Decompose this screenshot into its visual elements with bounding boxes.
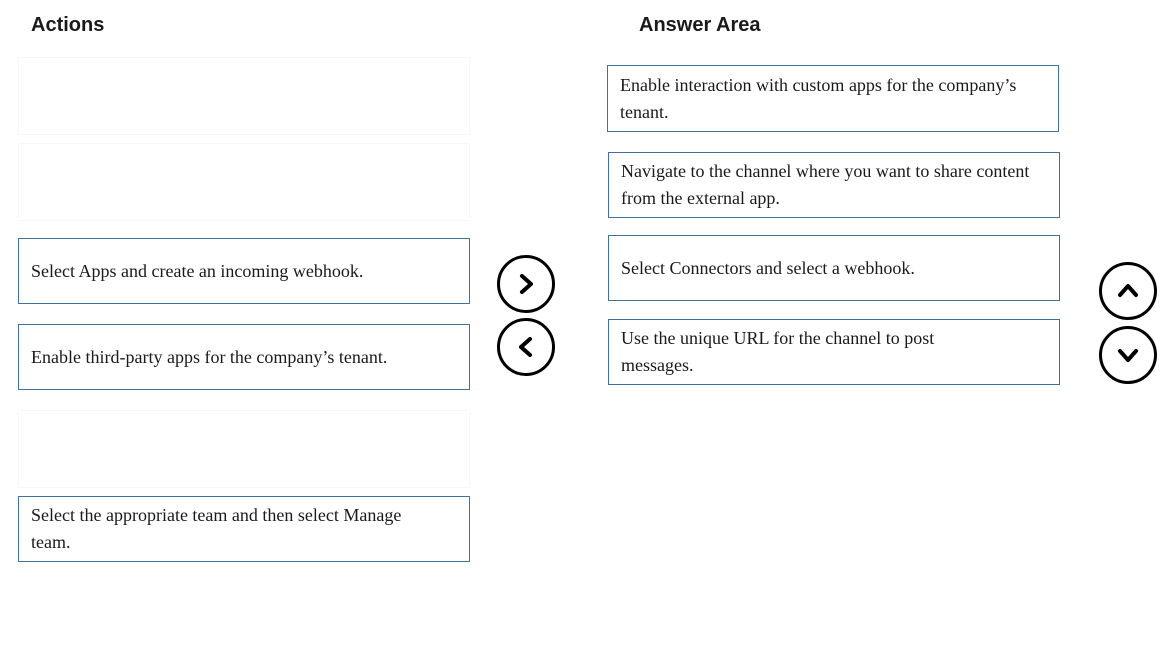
move-to-answer-button[interactable] (497, 255, 555, 313)
answer-item-label: Navigate to the channel where you want t… (621, 161, 1030, 208)
actions-empty-slot (18, 57, 470, 135)
actions-empty-slot (18, 410, 470, 488)
answer-item-enable-custom-apps[interactable]: Enable interaction with custom apps for … (607, 65, 1059, 132)
move-up-button[interactable] (1099, 262, 1157, 320)
move-down-button[interactable] (1099, 326, 1157, 384)
move-to-actions-button[interactable] (497, 318, 555, 376)
chevron-up-icon (1118, 284, 1138, 297)
answer-item-label: Use the unique URL for the channel to po… (621, 328, 935, 375)
answer-item-label: Select Connectors and select a webhook. (621, 258, 915, 278)
action-item-label: Select Apps and create an incoming webho… (31, 260, 364, 281)
actions-heading: Actions (31, 14, 105, 36)
actions-empty-slot (18, 143, 470, 221)
action-item-label: Enable third-party apps for the company’… (31, 346, 388, 367)
action-item-select-team-manage[interactable]: Select the appropriate team and then sel… (18, 496, 470, 562)
answer-item-select-connectors[interactable]: Select Connectors and select a webhook. (608, 235, 1060, 301)
chevron-left-icon (519, 337, 532, 357)
answer-item-use-unique-url[interactable]: Use the unique URL for the channel to po… (608, 319, 1060, 385)
chevron-down-icon (1118, 349, 1138, 362)
chevron-right-icon (520, 274, 533, 294)
answer-item-label: Enable interaction with custom apps for … (620, 74, 1017, 122)
action-item-enable-third-party-apps[interactable]: Enable third-party apps for the company’… (18, 324, 470, 390)
answer-item-navigate-channel[interactable]: Navigate to the channel where you want t… (608, 152, 1060, 218)
action-item-select-apps-webhook[interactable]: Select Apps and create an incoming webho… (18, 238, 470, 304)
answer-area-heading: Answer Area (639, 14, 761, 36)
action-item-label: Select the appropriate team and then sel… (31, 505, 402, 552)
